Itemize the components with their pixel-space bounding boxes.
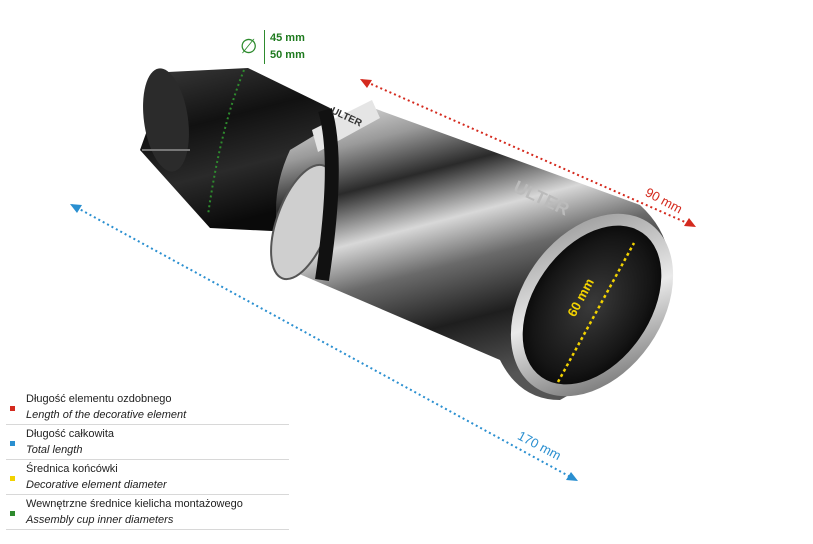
legend-item-total-length: Długość całkowita Total length: [6, 425, 289, 460]
legend-yellow-marker: [10, 476, 15, 481]
legend-green-marker: [10, 511, 15, 516]
inner-diameter-line: [207, 69, 245, 216]
legend-label-en: Length of the decorative element: [26, 409, 187, 421]
legend-label-pl: Średnica końcówki: [26, 463, 118, 475]
inner-diameter-2: 50 mm: [270, 49, 305, 61]
total-length-line: [71, 204, 577, 481]
inner-diameters-label: 45 mm 50 mm: [264, 30, 305, 64]
total-length-arrow-start: [70, 204, 82, 213]
legend-item-tip-diameter: Średnica końcówki Decorative element dia…: [6, 460, 289, 495]
diameter-icon: ∅: [240, 34, 258, 58]
legend-label-en: Decorative element diameter: [26, 479, 167, 491]
tip-diameter-line: [556, 242, 636, 383]
total-length-arrow-end: [566, 472, 578, 481]
tip-opening: [510, 213, 674, 397]
legend-blue-marker: [10, 441, 15, 446]
legend: Długość elementu ozdobnego Length of the…: [6, 390, 289, 530]
legend-label-pl: Długość całkowita: [26, 428, 115, 440]
legend-label-pl: Wewnętrzne średnice kielicha montażowego: [26, 498, 243, 510]
legend-item-decorative-length: Długość elementu ozdobnego Length of the…: [6, 390, 289, 425]
legend-red-marker: [10, 406, 15, 411]
inner-diameter-1: 45 mm: [270, 32, 305, 44]
legend-label-en: Assembly cup inner diameters: [26, 514, 174, 526]
legend-label-en: Total length: [26, 444, 83, 456]
legend-label-pl: Długość elementu ozdobnego: [26, 393, 172, 405]
decorative-length-line: [361, 79, 695, 227]
legend-item-inner-diameters: Wewnętrzne średnice kielicha montażowego…: [6, 495, 289, 530]
decorative-length-arrow-end: [684, 218, 696, 227]
decorative-length-arrow-start: [360, 79, 372, 88]
